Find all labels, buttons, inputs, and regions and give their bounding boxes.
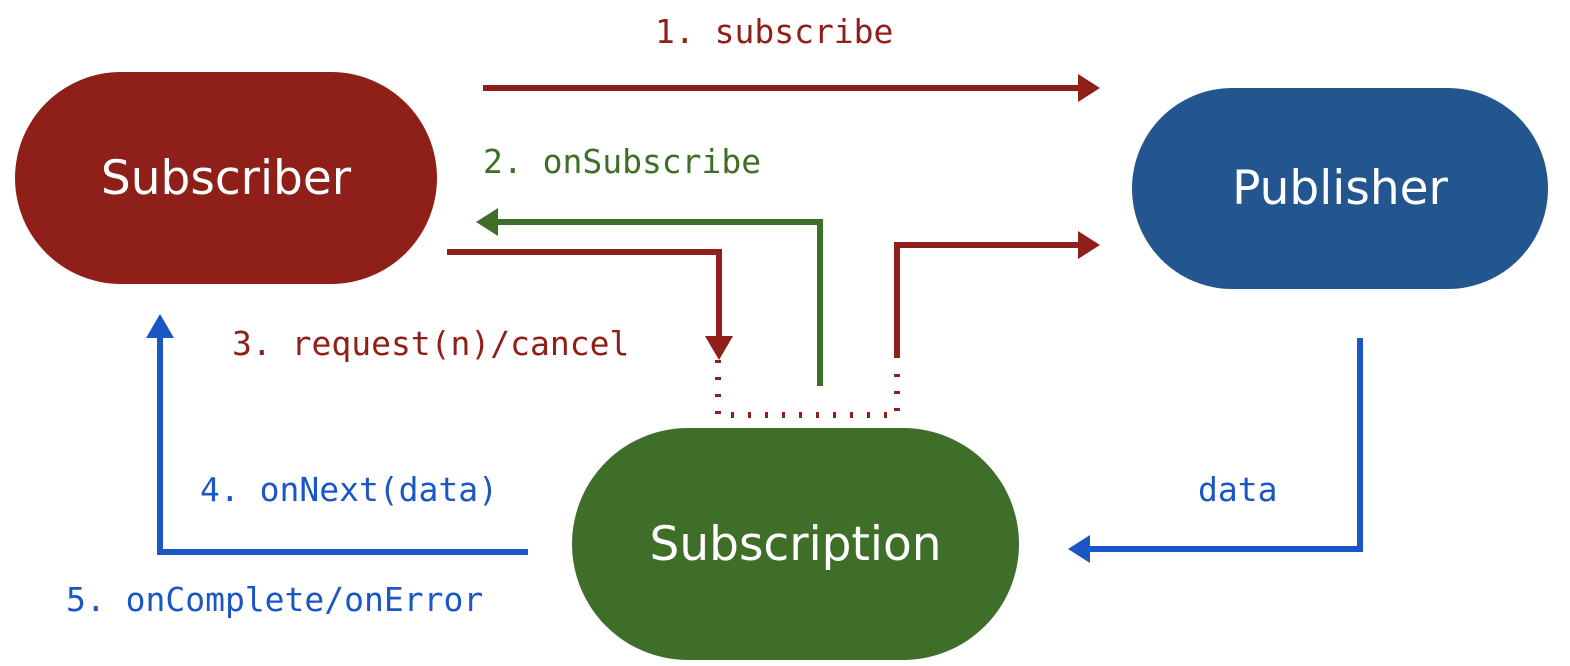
edge-onnext-oncomplete (146, 314, 528, 555)
node-publisher-label: Publisher (1232, 161, 1448, 216)
node-subscriber[interactable]: Subscriber (15, 72, 437, 284)
node-subscriber-label: Subscriber (100, 150, 352, 206)
edge-onsubscribe (476, 208, 823, 386)
edge-subscribe (483, 74, 1100, 102)
node-publisher[interactable]: Publisher (1132, 88, 1548, 289)
edge-label-data: data (1198, 470, 1278, 509)
edge-label-oncomplete: 5. onComplete/onError (66, 580, 484, 619)
edge-label-onsubscribe: 2. onSubscribe (483, 142, 762, 181)
edge-data (1068, 338, 1363, 563)
node-subscription-label: Subscription (649, 516, 942, 572)
node-subscription[interactable]: Subscription (572, 428, 1019, 660)
edge-label-subscribe: 1. subscribe (655, 12, 894, 51)
edge-request-to-publisher (894, 231, 1100, 358)
edge-label-onnext: 4. onNext(data) (200, 470, 499, 509)
edge-request-cancel (447, 249, 733, 360)
edge-subscription-bracket (715, 360, 900, 418)
edge-label-request-cancel: 3. request(n)/cancel (232, 324, 630, 363)
